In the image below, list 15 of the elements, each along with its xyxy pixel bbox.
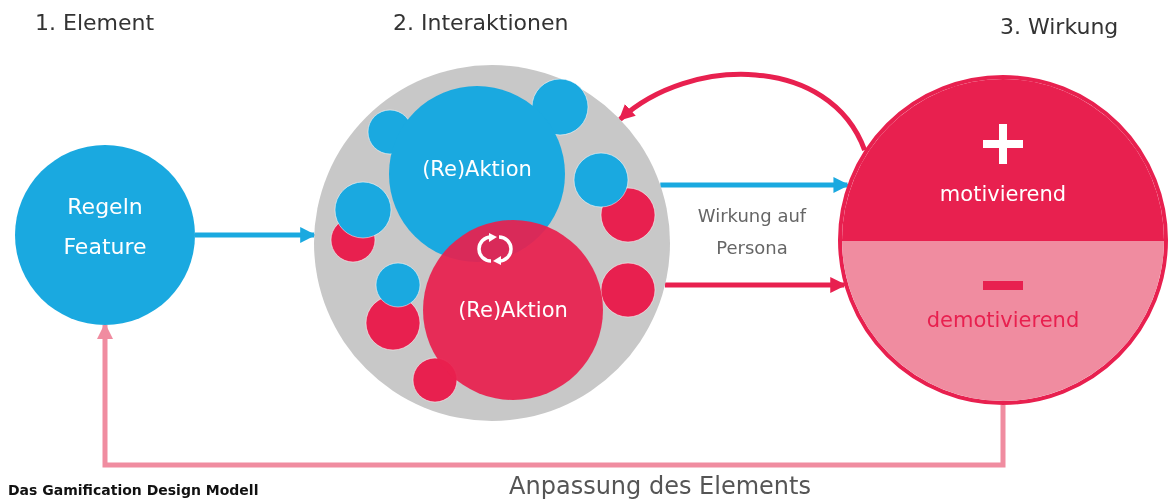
node-label: (Re)Aktion [421, 156, 533, 183]
column-heading: 3. Wirkung [1000, 14, 1119, 39]
caption: Das Gamification Design Modell [8, 482, 259, 498]
node-label: motivierend [938, 181, 1068, 208]
node-label: Regeln Feature [62, 193, 148, 261]
column-heading: 1. Element [35, 10, 155, 35]
arrow [664, 277, 847, 293]
arrow [660, 177, 850, 193]
arrow [97, 323, 1006, 468]
node-label: demotivierend [925, 307, 1081, 334]
arrow [618, 72, 867, 152]
annotation: Wirkung auf Persona [696, 204, 808, 260]
node-label: (Re)Aktion [457, 297, 569, 324]
arrow [195, 227, 317, 243]
column-heading: 2. Interaktionen [393, 10, 569, 35]
